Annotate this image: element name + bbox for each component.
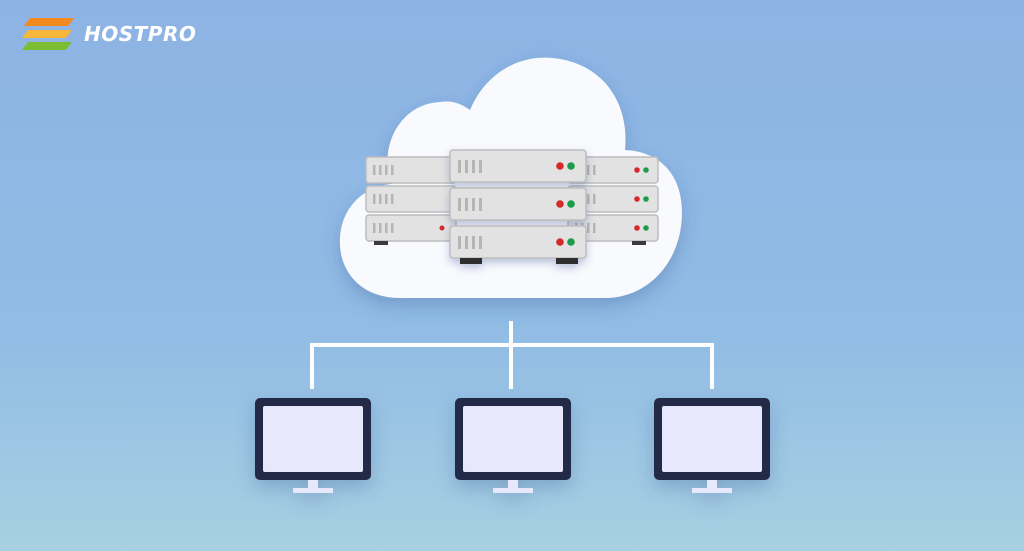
server-icon (449, 187, 587, 221)
server-icon (365, 185, 457, 213)
server-stack-left (365, 156, 457, 245)
monitor-icon (455, 398, 571, 493)
network-connector (310, 321, 714, 389)
server-icon (365, 214, 457, 242)
server-icon (567, 156, 659, 184)
server-stack-center (449, 149, 587, 264)
brand-name-host: HOST (84, 22, 148, 46)
server-icon (449, 225, 587, 259)
monitor-icon (654, 398, 770, 493)
hostpro-logo-icon (22, 18, 74, 50)
brand-logo: HOSTPRO (22, 14, 196, 54)
server-icon (567, 185, 659, 213)
monitor-icon (255, 398, 371, 493)
brand-name-pro: PRO (147, 22, 197, 46)
server-icon (449, 149, 587, 183)
server-icon (365, 156, 457, 184)
server-icon (567, 214, 659, 242)
server-stack-right (567, 156, 659, 245)
brand-name: HOSTPRO (84, 22, 196, 46)
